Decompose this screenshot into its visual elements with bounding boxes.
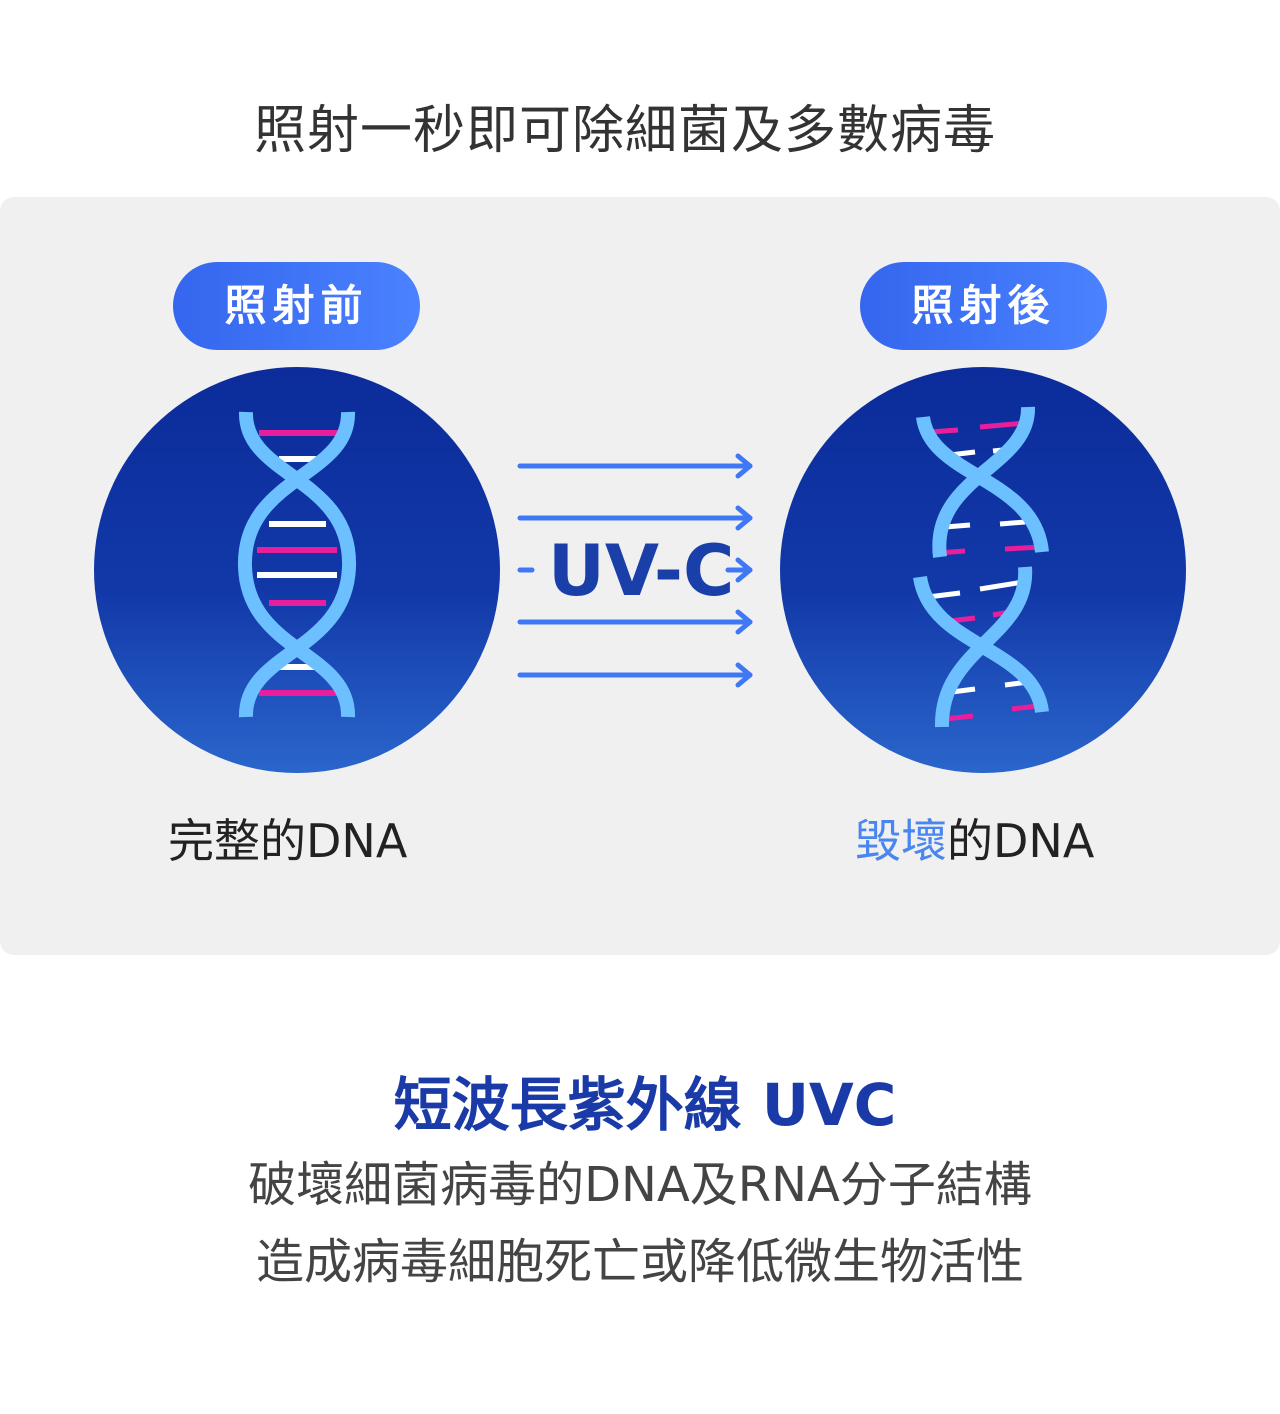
- section-title: 短波長紫外線 UVC: [393, 1071, 897, 1139]
- intact-dna-circle: [94, 367, 500, 773]
- description-line-2: 造成病毒細胞死亡或降低微生物活性: [255, 1234, 1024, 1290]
- uv-rays-arrows: [517, 453, 753, 688]
- uv-c-label: UV-C: [548, 530, 735, 612]
- damaged-dna-circle: [780, 367, 1186, 773]
- damaged-caption-rest: 的DNA: [947, 814, 1095, 868]
- before-badge: 照射前: [173, 262, 420, 350]
- after-badge: 照射後: [860, 262, 1107, 350]
- intact-dna-icon: [237, 411, 357, 718]
- damaged-dna-icon: [913, 406, 1049, 728]
- page-title: 照射一秒即可除細菌及多數病毒: [253, 101, 996, 161]
- description-line-1: 破壞細菌病毒的DNA及RNA分子結構: [248, 1157, 1032, 1213]
- damaged-highlight: 毀壞: [855, 814, 947, 868]
- intact-dna-caption: 完整的DNA: [168, 814, 408, 868]
- damaged-dna-caption: 毀壞的DNA: [855, 805, 1094, 871]
